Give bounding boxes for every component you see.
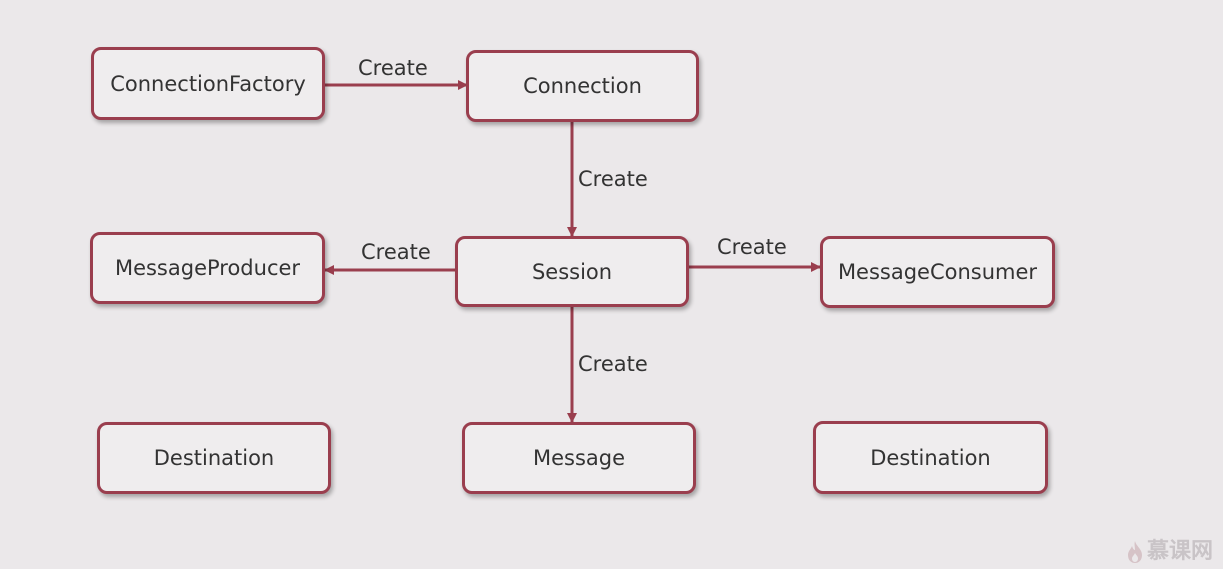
node-connection-factory-label: ConnectionFactory — [110, 71, 306, 96]
node-message-consumer-label: MessageConsumer — [837, 260, 1038, 284]
node-destination-right-label: Destination — [870, 445, 991, 470]
node-destination-left-label: Destination — [153, 446, 275, 470]
node-destination-right: Destination — [813, 421, 1048, 494]
node-connection-factory: ConnectionFactory — [91, 47, 325, 120]
flame-logo-icon — [1127, 541, 1143, 563]
node-session-label: Session — [531, 259, 613, 284]
watermark-text: 慕课网 — [1146, 539, 1213, 564]
node-connection: Connection — [466, 50, 699, 122]
edge-label-session-to-consumer: Create — [717, 235, 787, 259]
node-destination-left: Destination — [97, 422, 331, 494]
node-message-producer: MessageProducer — [90, 232, 325, 304]
edge-label-factory-to-connection: Create — [358, 56, 428, 80]
node-connection-label: Connection — [523, 74, 642, 98]
edge-label-session-to-message: Create — [578, 352, 648, 376]
node-message-producer-label: MessageProducer — [114, 256, 301, 280]
node-message: Message — [462, 422, 696, 494]
node-message-label: Message — [532, 446, 626, 470]
edge-label-connection-to-session: Create — [578, 167, 648, 191]
watermark: 慕课网 — [1127, 541, 1213, 563]
node-message-consumer: MessageConsumer — [820, 236, 1055, 308]
edge-label-session-to-producer: Create — [361, 240, 431, 264]
node-session: Session — [455, 236, 689, 307]
